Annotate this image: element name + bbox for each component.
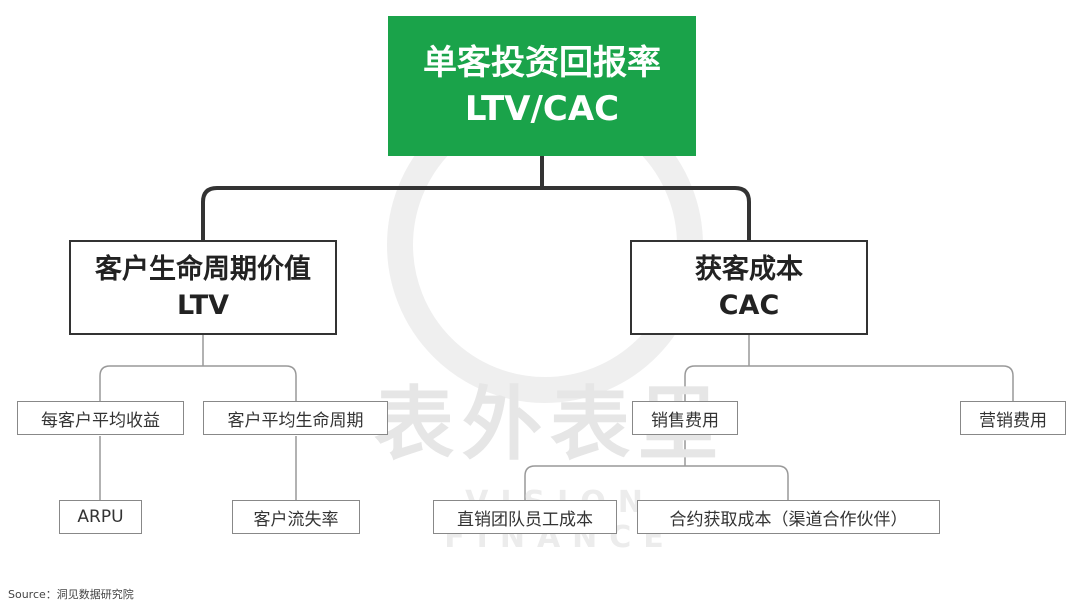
cac-abbr: CAC [718,289,780,321]
cac-child-marketing: 营销费用 [960,401,1066,435]
ltv-grandchild-churn: 客户流失率 [232,500,360,534]
ltv-node: 客户生命周期价值 LTV [69,240,337,335]
ltv-child-lifetime: 客户平均生命周期 [203,401,388,435]
cac-child-sales: 销售费用 [632,401,738,435]
cac-node: 获客成本 CAC [630,240,868,335]
ltv-child-arpu-source: 每客户平均收益 [17,401,184,435]
root-title: 单客投资回报率 [423,43,661,83]
cac-grandchild-direct-sales: 直销团队员工成本 [433,500,617,534]
cac-grandchild-channel: 合约获取成本（渠道合作伙伴） [637,500,940,534]
source-note: Source：洞见数据研究院 [8,588,134,601]
root-connector [201,156,751,240]
root-abbr: LTV/CAC [464,89,620,129]
ltv-title: 客户生命周期价值 [95,253,311,285]
root-node: 单客投资回报率 LTV/CAC [388,16,696,156]
leaf-connectors [99,335,1014,500]
ltv-grandchild-arpu: ARPU [59,500,142,534]
cac-title: 获客成本 [695,253,803,285]
ltv-abbr: LTV [176,289,230,321]
